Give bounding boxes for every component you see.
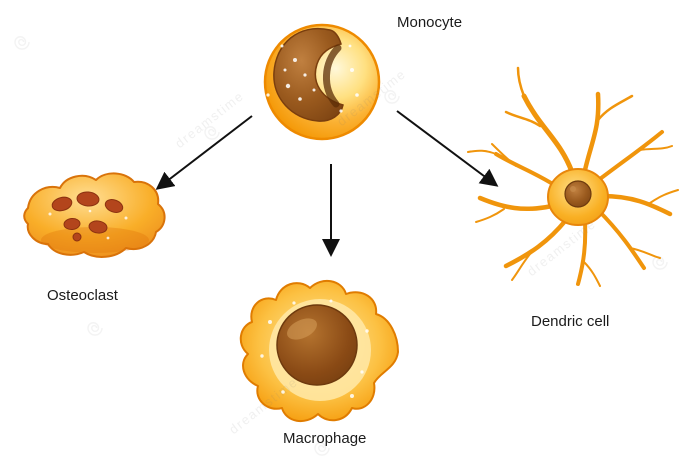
arrow-monocyte-to-osteoclast: [155, 115, 253, 190]
watermark-spiral-icon: [14, 36, 668, 456]
macrophage-label: Macrophage: [283, 430, 367, 447]
monocyte-cell-illustration: [263, 23, 381, 141]
osteoclast-label: Osteoclast: [47, 287, 118, 304]
monocyte-label: Monocyte: [397, 14, 463, 31]
arrow-monocyte-to-dendritic: [396, 110, 499, 187]
dendritic-cell-label: Dendric cell: [531, 313, 610, 330]
arrows: [155, 110, 499, 257]
dendritic-cell-illustration: [467, 66, 679, 287]
osteoclast-cell-illustration: [23, 172, 166, 258]
macrophage-cell-illustration: [239, 279, 399, 423]
